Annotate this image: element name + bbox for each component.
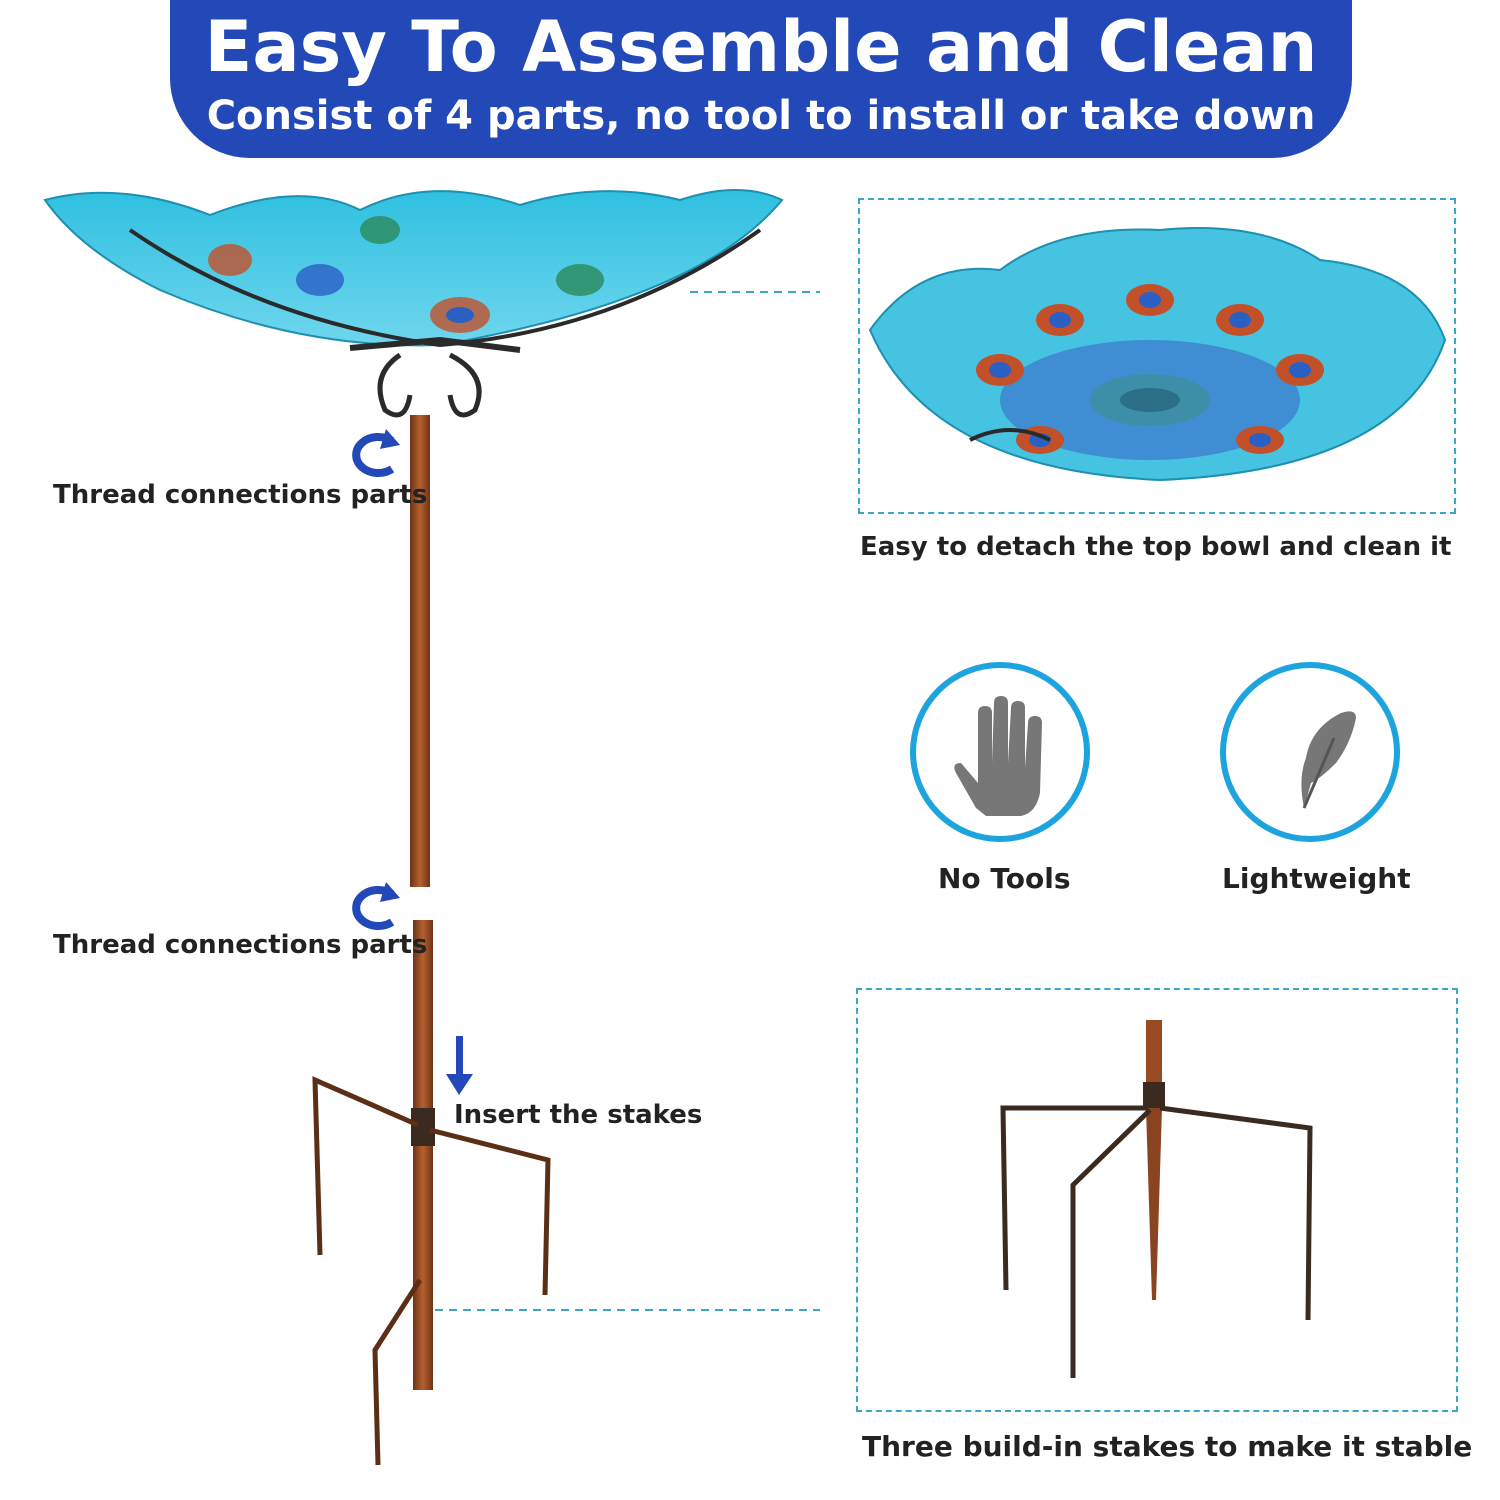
- rotate-arrow-icon: [352, 882, 400, 930]
- lightweight-label: Lightweight: [1222, 862, 1411, 895]
- thread-connection-label-upper: Thread connections parts: [53, 480, 428, 510]
- rotate-arrow-icon: [352, 429, 400, 477]
- assembly-illustration: [43, 189, 820, 1466]
- down-arrow-icon: [446, 1036, 473, 1095]
- bowl: [43, 189, 784, 418]
- upper-pole: [410, 415, 430, 887]
- no-tools-label: No Tools: [938, 862, 1071, 895]
- header-banner: Easy To Assemble and Clean Consist of 4 …: [170, 0, 1352, 158]
- detach-bowl-caption: Easy to detach the top bowl and clean it: [860, 532, 1452, 562]
- lower-pole: [413, 920, 433, 1390]
- bowl-detail-box: [858, 198, 1456, 514]
- page-subtitle: Consist of 4 parts, no tool to install o…: [206, 93, 1316, 139]
- insert-stakes-label: Insert the stakes: [454, 1100, 703, 1130]
- stakes-stable-caption: Three build-in stakes to make it stable: [862, 1430, 1473, 1463]
- feather-icon: [1301, 711, 1356, 809]
- page-title: Easy To Assemble and Clean: [204, 6, 1318, 88]
- lightweight-badge: [1220, 662, 1400, 842]
- thread-connection-label-lower: Thread connections parts: [53, 930, 428, 960]
- hand-icon: [954, 696, 1042, 816]
- ground-stakes: [312, 1076, 551, 1466]
- stakes-detail-box: [856, 988, 1458, 1412]
- no-tools-badge: [910, 662, 1090, 842]
- bowl-detail-image: [868, 227, 1447, 482]
- stakes-detail-image: [1000, 1020, 1313, 1378]
